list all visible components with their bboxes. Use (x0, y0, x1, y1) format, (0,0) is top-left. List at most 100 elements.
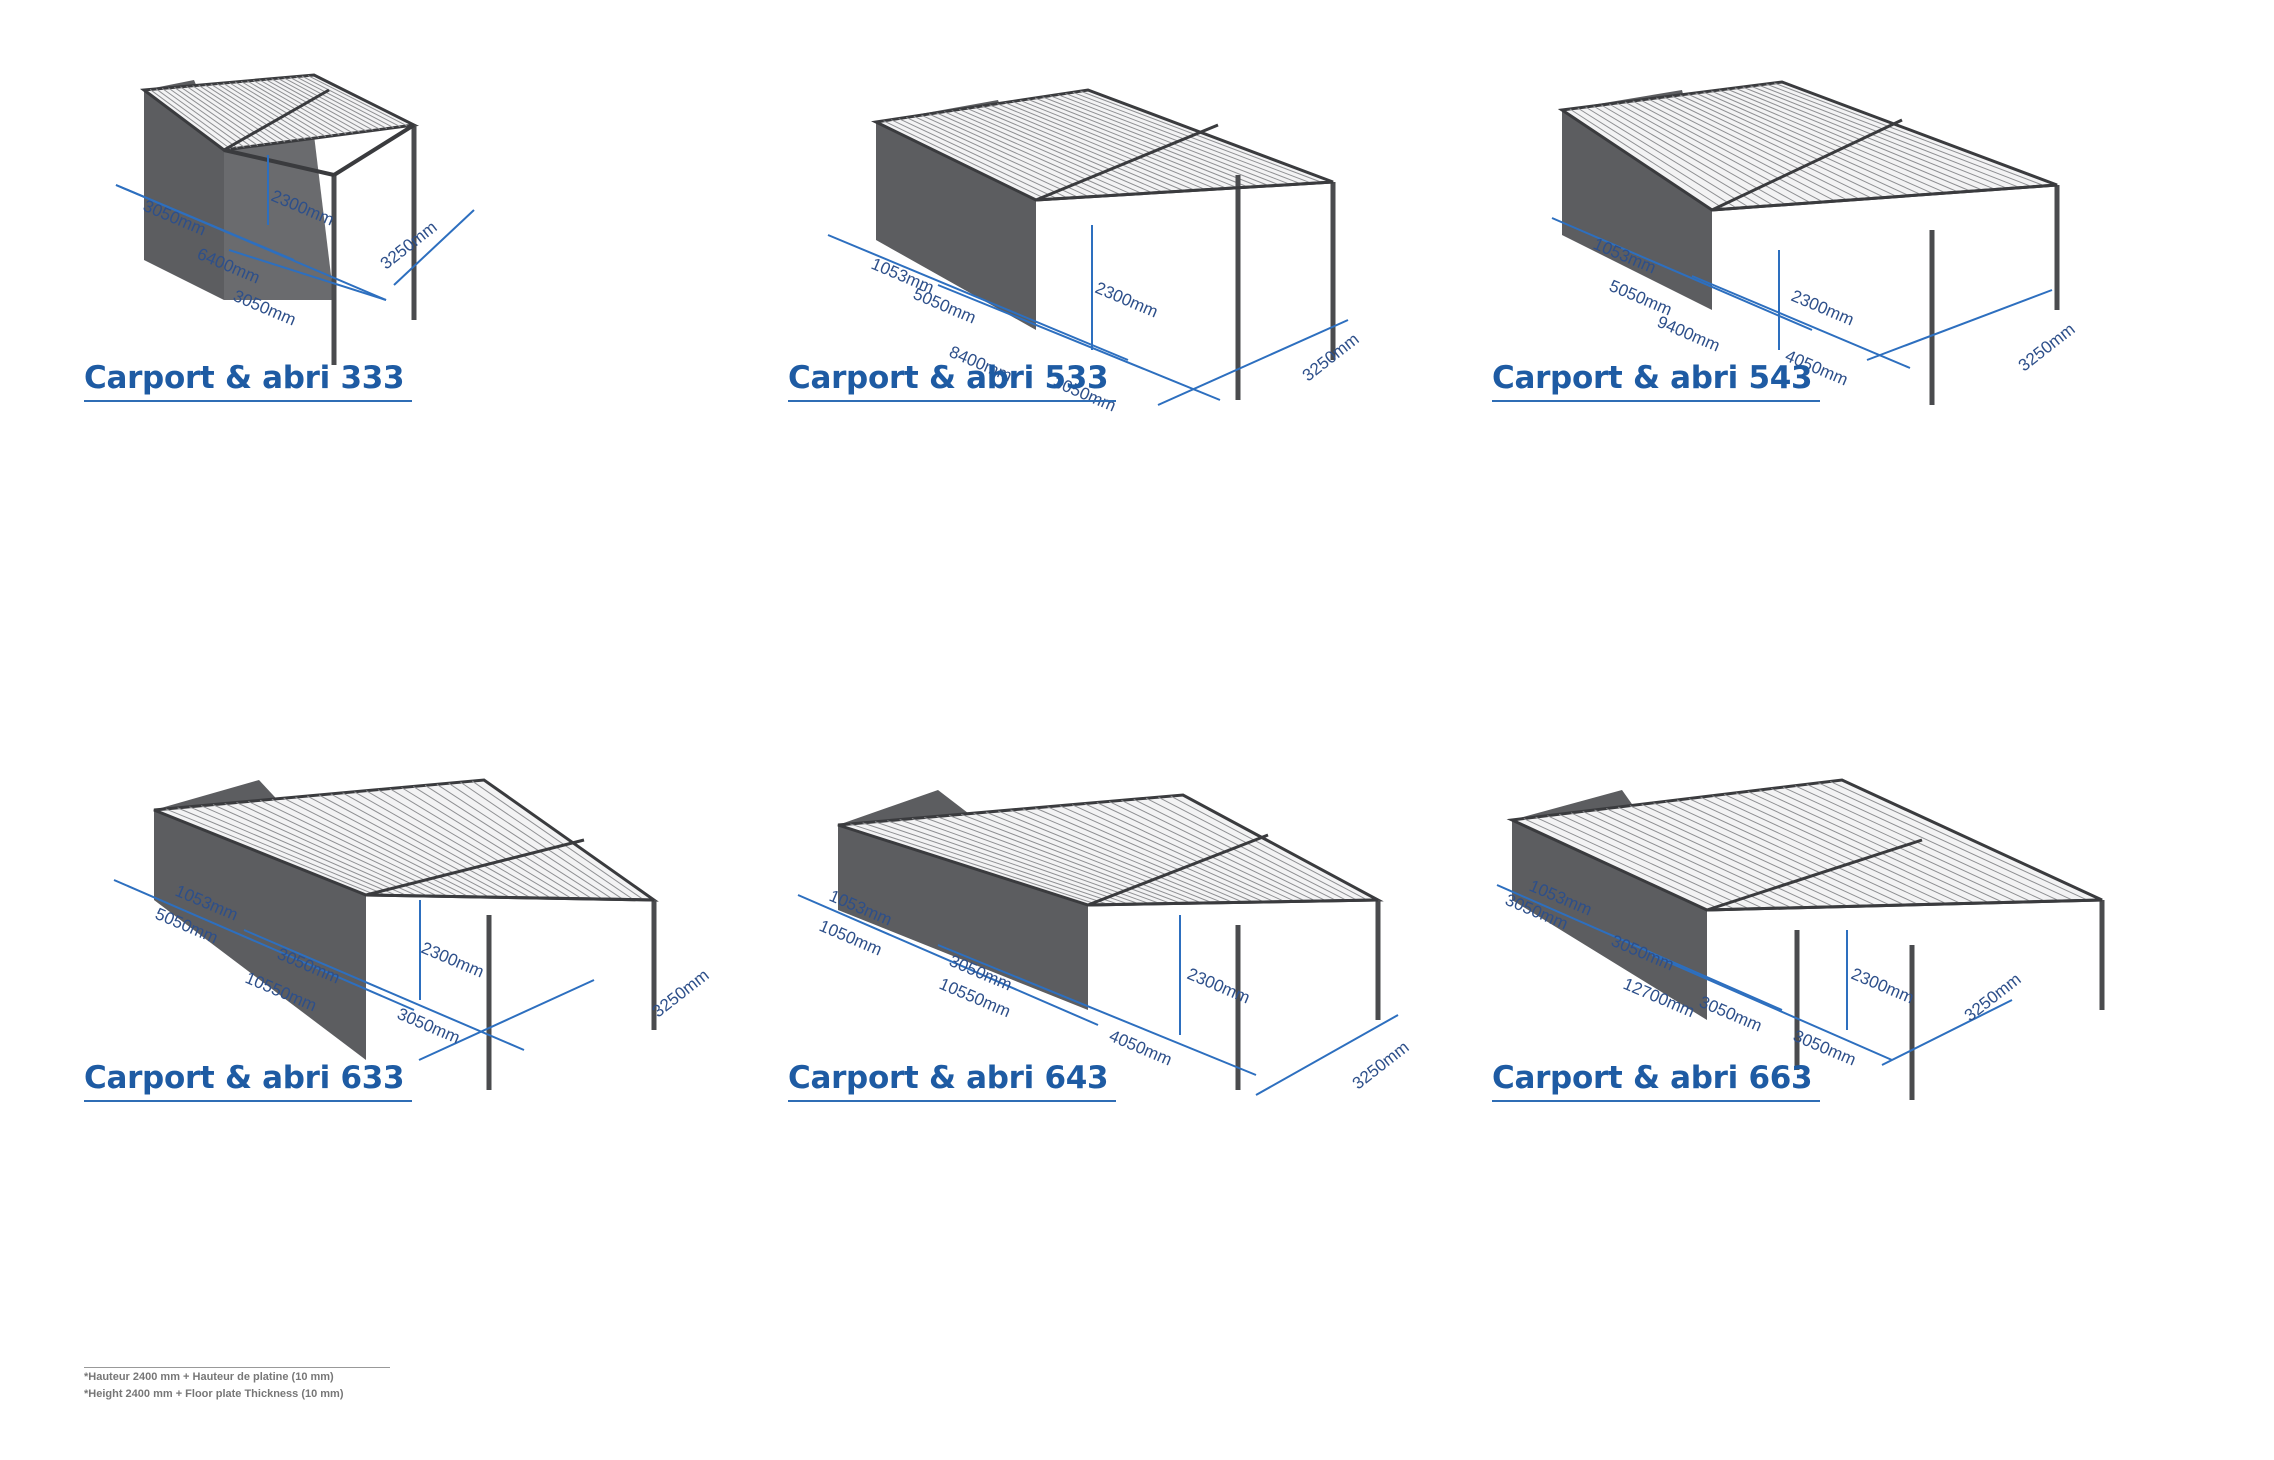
roof-slat (1648, 98, 1848, 201)
roof-slat (1059, 805, 1275, 903)
roof-slat (377, 789, 562, 899)
roof-slat (210, 83, 299, 141)
roof-slat (283, 797, 480, 898)
title-underline (1492, 400, 1820, 402)
roof-slat (898, 118, 1069, 199)
carport-333-diagram: 3050mm 6400mm 3050mm 3250mm 2300mm (115, 73, 475, 365)
roof-slat (265, 78, 360, 133)
roof-slat (234, 81, 327, 138)
roof-slat (1742, 86, 1996, 190)
roof-slat (913, 115, 1090, 198)
dim-roof: 3050mm (394, 1004, 462, 1047)
dim-height: 2300mm (418, 938, 486, 981)
roof-slat (1072, 91, 1312, 184)
roof-slat (1676, 799, 1905, 906)
carport-633-diagram: 1053mm 5050mm 3050mm 10550mm 3050mm 3250… (113, 778, 713, 1090)
roof-slat (1700, 796, 1933, 905)
roof-slat (189, 806, 398, 896)
roof-slat (248, 800, 449, 897)
roof-slat (874, 821, 1120, 905)
roof-slat (961, 813, 1192, 904)
roof-slat (1585, 106, 1750, 208)
roof-slat (1679, 94, 1898, 198)
roof-slat (887, 820, 1130, 905)
roof-slat (198, 84, 286, 143)
carport-533-diagram: 1053mm 5050mm 8400mm 3050mm 3250mm 2300m… (827, 88, 1363, 416)
roof-slat (981, 105, 1185, 192)
roof-slat (1042, 96, 1270, 187)
roof-slat (204, 84, 293, 142)
roof-slat (966, 107, 1164, 193)
dim-roof: 4050mm (1106, 1026, 1174, 1069)
roof-slat (1108, 800, 1317, 902)
roof-slat (167, 87, 252, 147)
roof-slat (413, 786, 593, 900)
roof-slat (186, 85, 272, 145)
roof-slat (236, 802, 439, 897)
carport-643-diagram: 1053mm 1050mm 3050mm 10550mm 4050mm 3250… (797, 790, 1413, 1096)
roof-slat (295, 796, 490, 898)
roof-slat (216, 83, 306, 140)
roof-slat (943, 111, 1132, 195)
roof-slat (911, 818, 1151, 905)
roof-slat (1818, 782, 2074, 902)
roof-slat (471, 780, 644, 901)
roof-slat (283, 77, 381, 130)
roof-slat (289, 76, 388, 130)
roof-slat (1712, 795, 1948, 905)
roof-slat (1830, 780, 2089, 901)
product-title: Carport & abri 633 (84, 1060, 405, 1096)
roof-slat (936, 112, 1122, 196)
carport-663-diagram: 1053mm 3050mm 3050mm 12700mm 3050mm 3050… (1496, 778, 2105, 1100)
roof-slat (1773, 82, 2045, 187)
roof-slat (165, 808, 377, 896)
roof-slat (1547, 815, 1750, 910)
roof-slat (1593, 105, 1762, 207)
roof-slat (1632, 100, 1824, 203)
roof-slat (989, 104, 1196, 191)
roof-slat (1703, 91, 1934, 195)
roof-slat (1558, 813, 1764, 910)
dim-depth: 3250mm (649, 965, 713, 1021)
roof-slat (1640, 99, 1836, 202)
roof-slat (228, 82, 320, 138)
roof-slat (1723, 793, 1962, 905)
roof-slat (1570, 812, 1778, 909)
dim-depth: 3250mm (1961, 969, 2025, 1025)
roof-slat (1034, 97, 1259, 187)
roof-slat (389, 788, 572, 899)
roof-slat (271, 798, 470, 898)
roof-slat (996, 103, 1206, 191)
product-card-533: 1053mm 5050mm 8400mm 3050mm 3250mm 2300m… (788, 60, 1528, 760)
roof-slat (259, 79, 354, 134)
roof-slat (959, 108, 1153, 194)
roof-slat (424, 784, 603, 900)
roof-slat (1616, 102, 1799, 205)
roof-slat (246, 80, 340, 136)
roof-slat (1671, 95, 1885, 198)
roof-slat (1726, 88, 1971, 192)
roof-slat (906, 116, 1079, 198)
roof-slat (1569, 108, 1725, 210)
roof-slat (1027, 98, 1249, 188)
product-card-663: 1053mm 3050mm 3050mm 12700mm 3050mm 3050… (1492, 760, 2232, 1460)
roof-slat (1145, 797, 1348, 901)
dim-total: 9400mm (1654, 312, 1722, 355)
roof-slat (1523, 818, 1722, 911)
product-card-333: 3050mm 6400mm 3050mm 3250mm 2300mm Carpo… (84, 60, 824, 760)
roof-slat (436, 783, 614, 900)
roof-slat (1606, 808, 1821, 908)
roof-slat (330, 793, 521, 899)
dim-height: 2300mm (1788, 286, 1856, 329)
roof-slat (1747, 790, 1990, 904)
roof-slat (460, 781, 634, 901)
roof-slat (177, 807, 387, 896)
roof-slat (1158, 796, 1358, 901)
roof-slat (1695, 92, 1922, 196)
roof-slat (1096, 802, 1306, 902)
roof-slat (200, 805, 408, 897)
roof-slat (1806, 783, 2060, 902)
roof-slat (301, 75, 401, 128)
roof-slat (921, 114, 1100, 197)
product-title: Carport & abri 543 (1492, 360, 1813, 396)
